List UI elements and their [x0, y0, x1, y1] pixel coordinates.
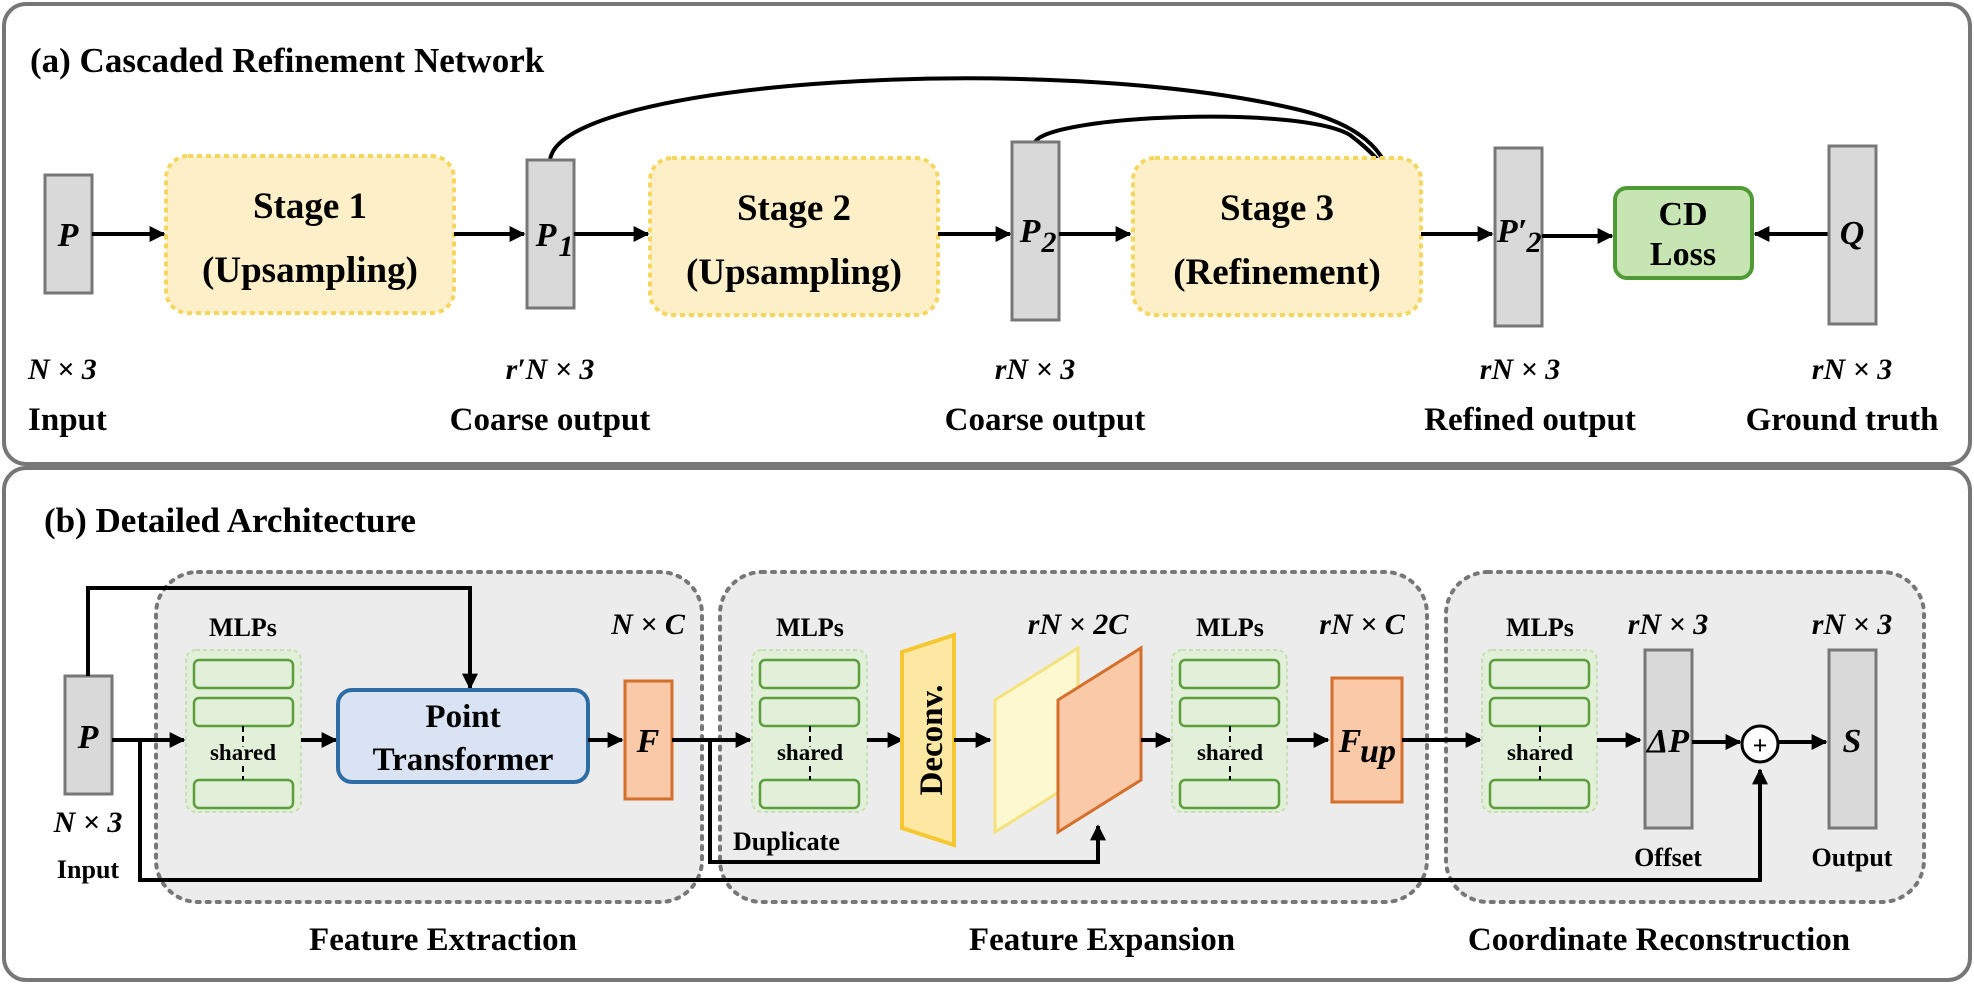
feature-f — [623, 679, 674, 801]
node-p2-symbol: P — [1019, 213, 1041, 250]
offset-caption: Offset — [1634, 843, 1702, 872]
duplicate-label: Duplicate — [733, 827, 840, 856]
deconv-label: Deconv. — [914, 685, 950, 796]
fup-dim: rN × C — [1319, 608, 1405, 641]
feature-fup — [1330, 676, 1404, 804]
node-gt-symbol: Q — [1840, 215, 1865, 252]
caption-coarse-2: Coarse output — [945, 402, 1146, 438]
arrow-duplicate-branch — [708, 740, 1106, 864]
caption-refined: Refined output — [1424, 402, 1636, 438]
b-input-dim: N × 3 — [53, 806, 123, 839]
node-p1-subscript: 1 — [559, 230, 574, 263]
mlp1-shared: shared — [210, 740, 276, 765]
stage2-title: Stage 2 — [737, 188, 851, 229]
panel-a-title: (a) Cascaded Refinement Network — [30, 41, 545, 80]
offset-dim: rN × 3 — [1628, 608, 1708, 641]
mlp-block-3 — [1171, 649, 1288, 813]
sum-symbol: + — [1753, 731, 1768, 760]
point-transformer-line2: Transformer — [373, 742, 554, 778]
stage3-subtitle: (Refinement) — [1173, 252, 1381, 293]
panel-b-title: (b) Detailed Architecture — [44, 501, 416, 540]
mlp2-label: MLPs — [776, 613, 844, 642]
arrow-input-to-sum — [138, 740, 1768, 882]
mlp4-shared: shared — [1507, 740, 1573, 765]
cd-loss-box — [1613, 186, 1754, 280]
point-transformer-line1: Point — [425, 699, 500, 735]
expanded-dim: rN × 2C — [1028, 608, 1129, 641]
caption-input: Input — [28, 402, 107, 438]
output-caption: Output — [1812, 843, 1893, 872]
expanded-feature-front — [1056, 645, 1143, 835]
skip-arrow-p1-to-loss — [548, 76, 1397, 184]
dim-input: N × 3 — [27, 353, 97, 386]
node-p2-refined-symbol: P′ — [1496, 213, 1527, 250]
cd-loss-line1: CD — [1658, 196, 1707, 233]
mlp-block-2 — [751, 649, 868, 813]
feature-fup-symbol: F — [1338, 723, 1362, 760]
dim-p1: r′N × 3 — [506, 353, 595, 386]
b-input-caption: Input — [57, 855, 119, 884]
deconv-block — [900, 632, 956, 848]
node-gt-q — [1827, 144, 1878, 326]
stage3-title: Stage 3 — [1220, 188, 1334, 229]
mlp4-label: MLPs — [1506, 613, 1574, 642]
node-input-symbol: P — [57, 217, 79, 254]
mlp2-shared: shared — [777, 740, 843, 765]
stage1-subtitle: (Upsampling) — [202, 250, 418, 291]
dim-p2: rN × 3 — [995, 353, 1075, 386]
section-feature-expansion: Feature Expansion — [969, 922, 1235, 958]
stage2-subtitle: (Upsampling) — [686, 252, 902, 293]
b-input-symbol: P — [77, 719, 99, 756]
output-dim: rN × 3 — [1812, 608, 1892, 641]
point-transformer-box — [336, 688, 590, 784]
offset-delta-p — [1643, 648, 1694, 830]
section-feature-extraction: Feature Extraction — [309, 922, 577, 958]
cd-loss-line2: Loss — [1650, 236, 1716, 273]
stage2-box — [648, 156, 940, 317]
mlp-block-1 — [185, 649, 302, 813]
caption-ground-truth: Ground truth — [1746, 402, 1939, 438]
stage3-box — [1131, 156, 1423, 317]
node-p2-subscript: 2 — [1041, 226, 1057, 259]
dim-gt: rN × 3 — [1812, 353, 1892, 386]
node-p2-refined-subscript: 2 — [1526, 226, 1542, 259]
mlp3-shared: shared — [1197, 740, 1263, 765]
node-p1-symbol: P — [535, 217, 557, 254]
offset-symbol: ΔP — [1645, 723, 1689, 760]
f-dim: N × C — [610, 608, 686, 641]
mlp3-label: MLPs — [1196, 613, 1264, 642]
feature-fup-subscript: up — [1360, 733, 1396, 770]
section-coordinate-reconstruction: Coordinate Reconstruction — [1468, 922, 1850, 958]
mlp-block-4 — [1481, 649, 1598, 813]
output-symbol: S — [1843, 723, 1862, 760]
output-s — [1827, 648, 1878, 830]
arrow-input-skip-to-transformer — [86, 586, 478, 690]
feature-f-symbol: F — [636, 723, 660, 760]
node-p2 — [1010, 140, 1061, 322]
stage1-title: Stage 1 — [253, 186, 367, 227]
dim-p2-refined: rN × 3 — [1480, 353, 1560, 386]
mlp1-label: MLPs — [209, 613, 277, 642]
caption-coarse-1: Coarse output — [450, 402, 651, 438]
node-p2-refined — [1493, 146, 1544, 328]
